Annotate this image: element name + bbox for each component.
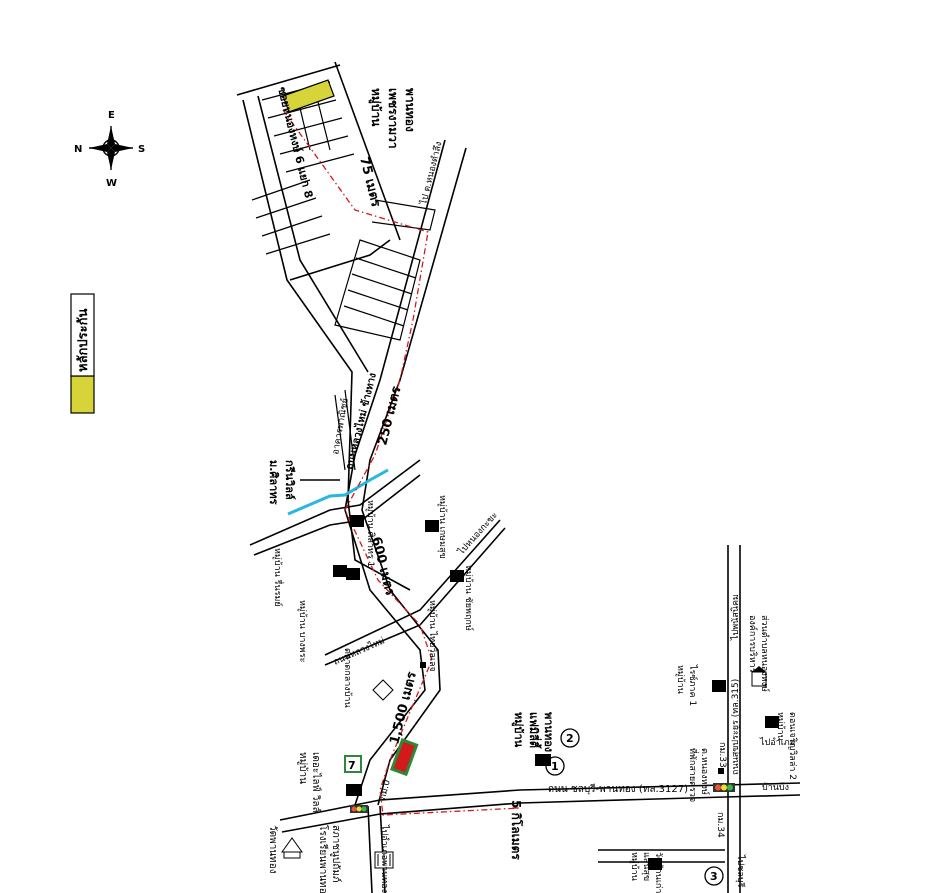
label-market: ตลาดกลางบ้าน (342, 648, 353, 708)
legend-label: หลักประกัน (76, 309, 91, 372)
traffic-light-icon (350, 805, 368, 813)
traffic-light-icon (713, 783, 735, 792)
label-police: ที่พักสายตรวจ (687, 748, 700, 802)
num-2: 2 (566, 732, 574, 745)
label-250m: 250 เมตร (375, 385, 404, 447)
num-3: 3 (710, 870, 718, 883)
label-banbueng: บ้านบึง (762, 782, 789, 793)
svg-text:กรีนวิลล์: กรีนวิลล์ (283, 460, 296, 500)
label-family: หมู่บ้าน (511, 712, 525, 748)
legend-swatch (70, 375, 95, 414)
project-plot (282, 79, 335, 113)
compass-w: W (106, 178, 117, 189)
village-icon (333, 515, 779, 870)
label-thecity: หมู่บ้าน (297, 752, 309, 784)
label-km33: กม.33 (717, 742, 727, 768)
municipality-icon (751, 666, 767, 687)
svg-text:7: 7 (348, 759, 356, 772)
num-1: 1 (551, 760, 559, 773)
route-line (282, 109, 521, 816)
office-icon (372, 679, 394, 701)
svg-text:เดอะไลฟ์ วิลล์: เดอะไลฟ์ วิลล์ (310, 752, 322, 813)
label-km0: กม.0 (378, 779, 393, 801)
label-main-road: ถนน ชลบุรี-พานทอง (ทล.3127) (548, 783, 688, 795)
road-network (236, 61, 801, 893)
svg-text:ต.หนองหงษ์: ต.หนองหงษ์ (699, 748, 711, 795)
label-bangpra: หมู่บ้าน บางพระ (297, 600, 308, 663)
svg-text:แสนสุข: แสนสุข (641, 852, 651, 881)
label-temple-sign: ถนนหลวงไหม่ (332, 635, 387, 667)
svg-text:เพชรงามวา: เพชรงามวา (386, 88, 400, 149)
compass-icon: N E S W (74, 110, 145, 189)
legend: หลักประกัน (70, 293, 95, 414)
label-to-panthong: ไปอำเภอพานทอง (379, 824, 390, 893)
svg-text:วัดบ้านเก่า: วัดบ้านเก่า (653, 852, 664, 893)
svg-text:พานทอง: พานทอง (542, 712, 555, 752)
label-to-nonglueng: ไป ต.หนองตำลึง (418, 140, 445, 206)
label-project-village: หมู่บ้าน (368, 88, 383, 127)
label-wat: วัดพานทอง (267, 825, 278, 874)
svg-text:ดอนเจริญวิลล่า 2: ดอนเจริญวิลล่า 2 (787, 712, 798, 780)
seven-eleven-icon (344, 755, 362, 773)
svg-text:พานทอง: พานทอง (403, 88, 417, 132)
label-ruenrom: หมู่บ้าน รื่นรมย์ (272, 548, 285, 607)
temple-icon (281, 837, 303, 859)
label-route315: ถนนสุขประยูร (ทล.315) (731, 679, 741, 775)
label-municipality: องค์การบริหาร (747, 615, 759, 673)
label-silathorn: ม.ศิลาทร (267, 460, 280, 505)
label-1500m: 1,500 เมตร (387, 670, 419, 746)
label-kanchana: หมู่บ้าน (675, 665, 686, 694)
svg-text:ไรซ์ภาค 1: ไรซ์ภาค 1 (687, 664, 699, 706)
compass-n: N (74, 144, 82, 155)
compass-e: E (108, 110, 115, 121)
label-silathorn1: หมู่บ้าน ศิลาทร 1 (365, 500, 376, 567)
label-suksan: หมู่บ้าน เกษมสุข (437, 495, 448, 559)
label-to-phanat: ไปพนัสนิคม (730, 594, 741, 641)
svg-text:แฟมิลี่ตี้: แฟมิลี่ตี้ (527, 712, 542, 749)
svg-text:สภาชนูปถัมภ์: สภาชนูปถัมภ์ (330, 825, 342, 883)
label-chonburi2: หมู่บ้าน (775, 712, 786, 741)
school-icon (374, 851, 394, 869)
svg-text:ส่วนตำบลหนองหงษ์: ส่วนตำบลหนองหงษ์ (759, 615, 771, 692)
label-school: โรงเรียนพานทอง (317, 825, 330, 893)
label-5km: 5 กิโลเมตร (509, 800, 524, 860)
market-sign-icon (390, 738, 419, 777)
label-chaiya: หมู่บ้าน ชัยพฤกษ์ (463, 565, 475, 631)
legend-box (70, 293, 95, 377)
label-to-nongkhang: ไปหนองกะขะ (455, 510, 500, 558)
label-saensuk: หมู่บ้าน (629, 852, 640, 881)
land-plots (251, 81, 436, 471)
compass-s: S (138, 144, 145, 155)
canal (287, 468, 389, 516)
num-3-badge (704, 866, 724, 886)
label-road-main: ถนนหลวงไหม่ ข้างทาง (342, 371, 379, 470)
num-2-badge (560, 728, 580, 748)
label-km34: กม.34 (715, 812, 725, 838)
label-pharmacy: อาคารพาณิชย์ (329, 397, 351, 455)
label-thai: หมู่บ้าน ไทยวิลเลจ (427, 600, 438, 672)
label-to-amphoe: ไปอำเภอ (759, 737, 795, 748)
label-to-chonburi: ไปชลบุรี (735, 854, 746, 888)
